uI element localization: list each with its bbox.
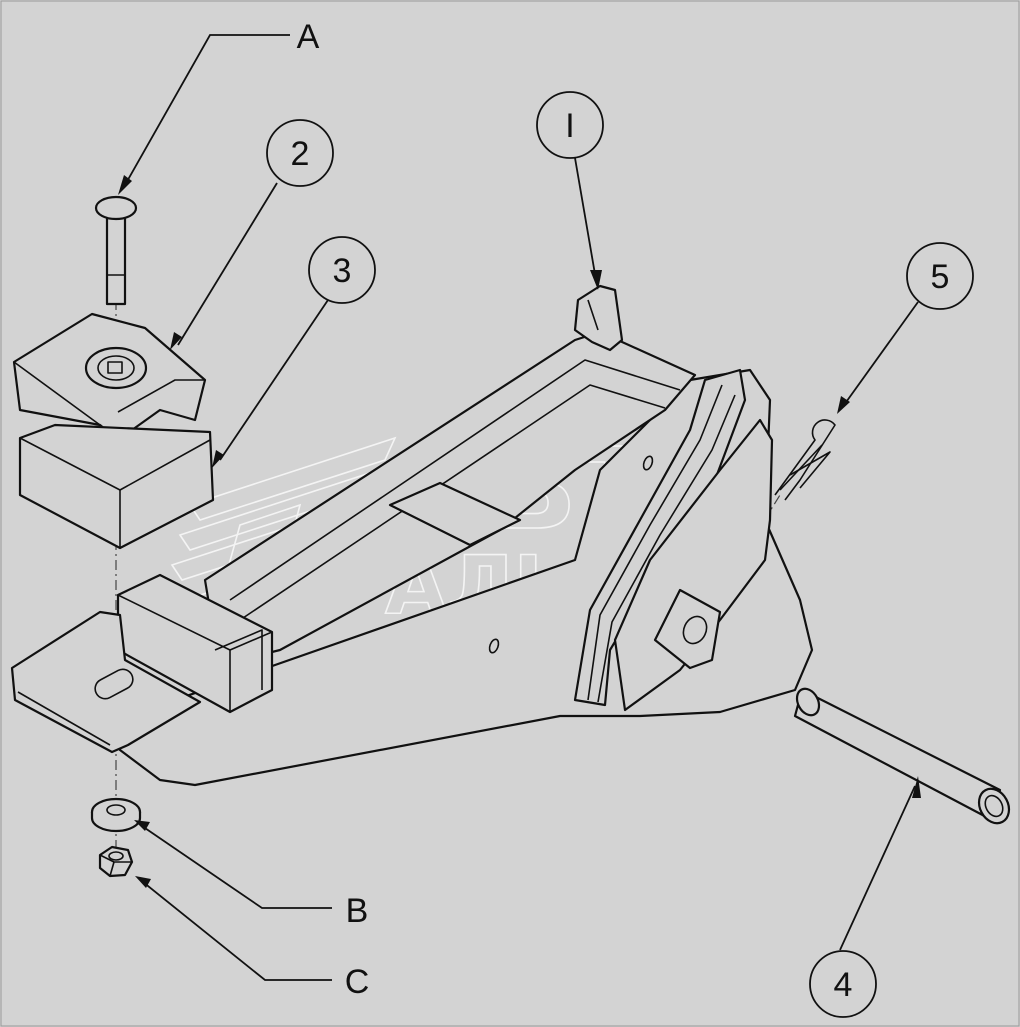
callout-bubble	[308, 236, 376, 304]
callout-5: 5	[906, 242, 974, 310]
callout-bubble	[906, 242, 974, 310]
arrow-A	[118, 175, 132, 195]
callout-4: 4	[809, 950, 877, 1018]
leader-4	[839, 785, 916, 951]
callout-label: I	[565, 107, 574, 145]
clevis-pin-part-4	[793, 687, 1011, 825]
callout-bubble	[809, 950, 877, 1018]
hex-nut	[98, 845, 134, 878]
bracket-top-tab	[573, 284, 624, 352]
callout-2: 2	[266, 119, 334, 187]
leader-C	[142, 881, 332, 981]
callout-bubble	[536, 91, 604, 159]
rubber-block-part-3	[18, 423, 215, 550]
leader-A	[124, 34, 290, 186]
hairpin-clip-part-5	[774, 419, 836, 501]
callout-label: 4	[834, 966, 853, 1004]
leader-B	[141, 825, 332, 909]
callout-3: 3	[308, 236, 376, 304]
saddle-block-part-2	[12, 312, 207, 445]
washer	[90, 797, 142, 833]
leader-1	[574, 157, 597, 281]
carriage-bolt	[94, 195, 138, 306]
leader-5	[843, 301, 919, 406]
callout-bubble	[266, 119, 334, 187]
callout-label: 3	[333, 252, 352, 290]
callout-label: 2	[291, 135, 310, 173]
label-B: B	[346, 892, 369, 930]
leader-lines	[118, 34, 921, 981]
callout-label: 5	[931, 258, 950, 296]
leader-2	[177, 182, 278, 346]
bracket-foot-plate	[10, 610, 202, 754]
label-C: C	[345, 963, 370, 1001]
bracket-front-flange	[573, 368, 747, 707]
foot-slot	[94, 668, 134, 700]
label-A: A	[297, 18, 320, 56]
callout-1: I	[536, 91, 604, 159]
bracket-clip-tab	[653, 588, 722, 670]
leader-3	[219, 299, 329, 461]
bracket-channel-floor	[388, 481, 522, 547]
main-bracket	[10, 284, 814, 787]
